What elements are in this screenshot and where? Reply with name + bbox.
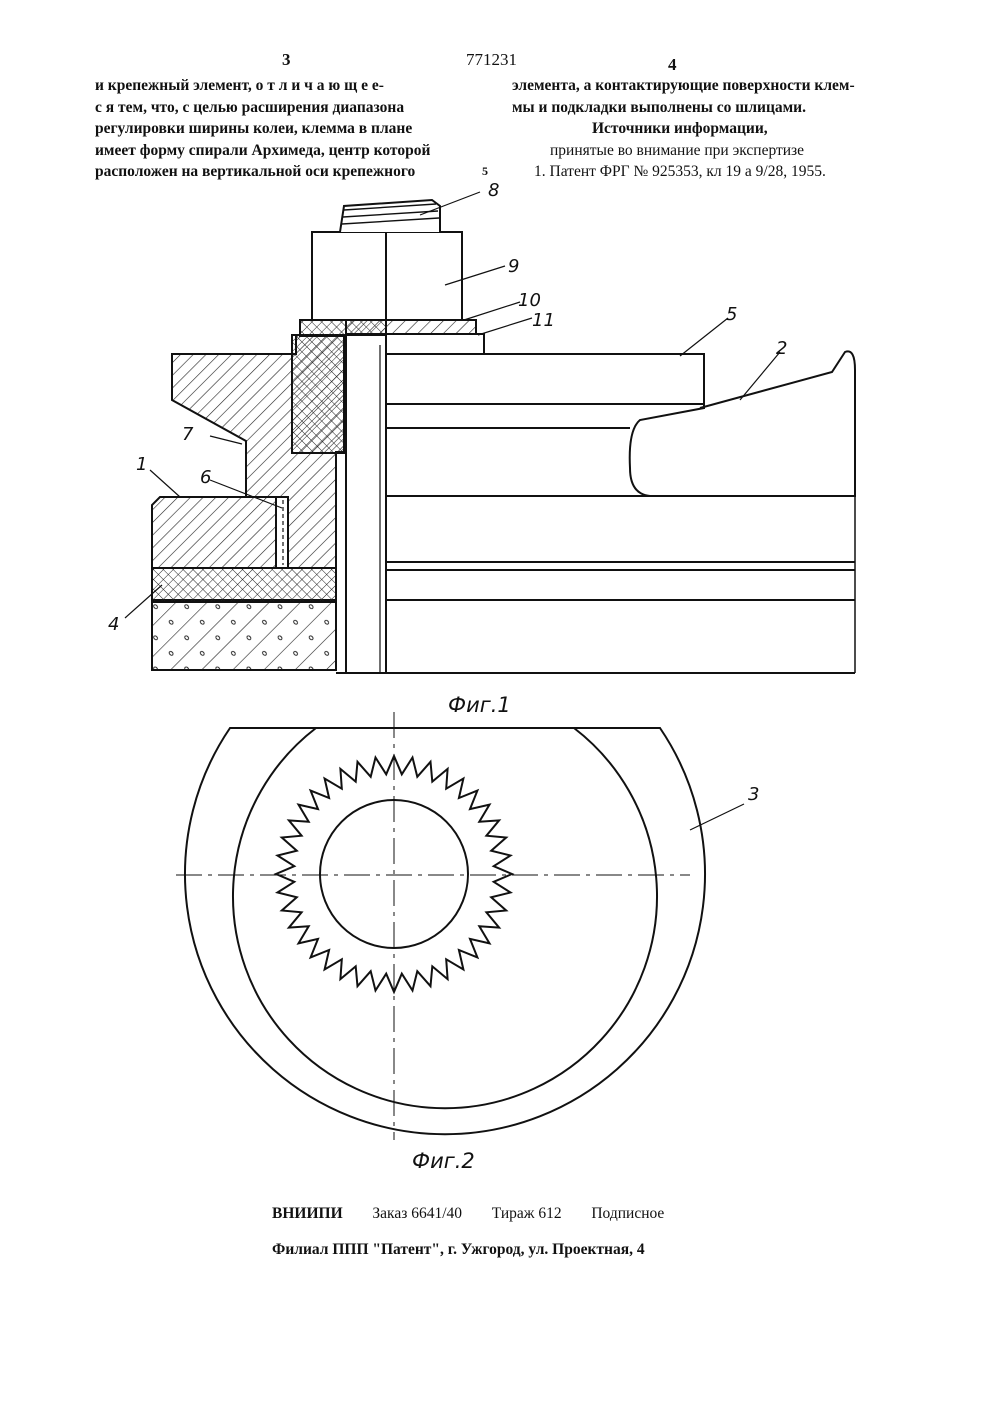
figure-2 [176, 712, 744, 1140]
washer-11 [386, 334, 484, 354]
figure-1 [125, 192, 855, 673]
figure-2-caption: Фиг.2 [412, 1149, 475, 1173]
label-4: 4 [108, 614, 119, 635]
footer-org: ВНИИПИ [272, 1205, 343, 1222]
label-3: 3 [748, 784, 759, 805]
label-6: 6 [200, 467, 211, 488]
label-5: 5 [726, 304, 737, 325]
footer-order: Заказ 6641/40 [372, 1205, 462, 1222]
footer-subscription: Подписное [591, 1205, 664, 1222]
footer-circulation: Тираж 612 [492, 1205, 562, 1222]
plate-5 [386, 354, 704, 404]
label-1: 1 [136, 454, 147, 475]
label-8: 8 [488, 180, 499, 201]
insert-block [152, 497, 276, 568]
label-9: 9 [508, 256, 519, 277]
label-11: 11 [532, 310, 555, 331]
label-10: 10 [518, 290, 541, 311]
label-7: 7 [182, 424, 194, 445]
concrete-base [152, 600, 336, 670]
label-2: 2 [776, 338, 787, 359]
footer-line-1: ВНИИПИ Заказ 6641/40 Тираж 612 Подписное [272, 1205, 664, 1223]
footer-branch: Филиал ППП "Патент", г. Ужгород, ул. Про… [272, 1241, 645, 1259]
figure-1-caption: Фиг.1 [448, 693, 511, 717]
clamp-insert [292, 335, 344, 453]
elastic-pad [152, 568, 336, 602]
figure-2-labels: 3 Фиг.2 [412, 784, 759, 1173]
